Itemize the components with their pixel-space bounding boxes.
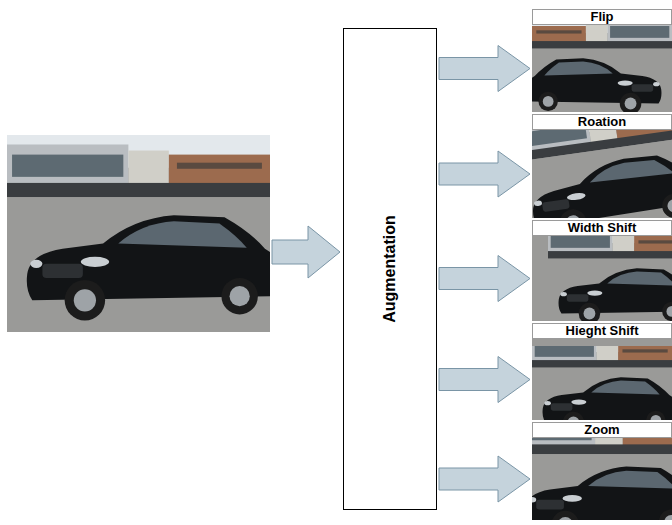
image-label: Zoom (532, 422, 672, 438)
block-arrow (439, 256, 530, 302)
image-label: Hieght Shift (532, 323, 672, 339)
process-box: Augmentation (343, 28, 437, 510)
block-arrow (439, 151, 530, 197)
augmented-image: Flip (532, 9, 672, 112)
image-label: Flip (532, 9, 672, 25)
box-label: Augmentation (381, 215, 399, 323)
block-arrow (439, 46, 530, 92)
block-arrow (439, 357, 530, 403)
block-arrow (439, 456, 530, 502)
image-label: Roation (532, 114, 672, 130)
augmented-image: Width Shift (532, 220, 672, 321)
augmented-image: Roation (532, 114, 672, 218)
augmented-image: Hieght Shift (532, 323, 672, 420)
image-label: Width Shift (532, 220, 672, 236)
augmented-image: Zoom (532, 422, 672, 520)
